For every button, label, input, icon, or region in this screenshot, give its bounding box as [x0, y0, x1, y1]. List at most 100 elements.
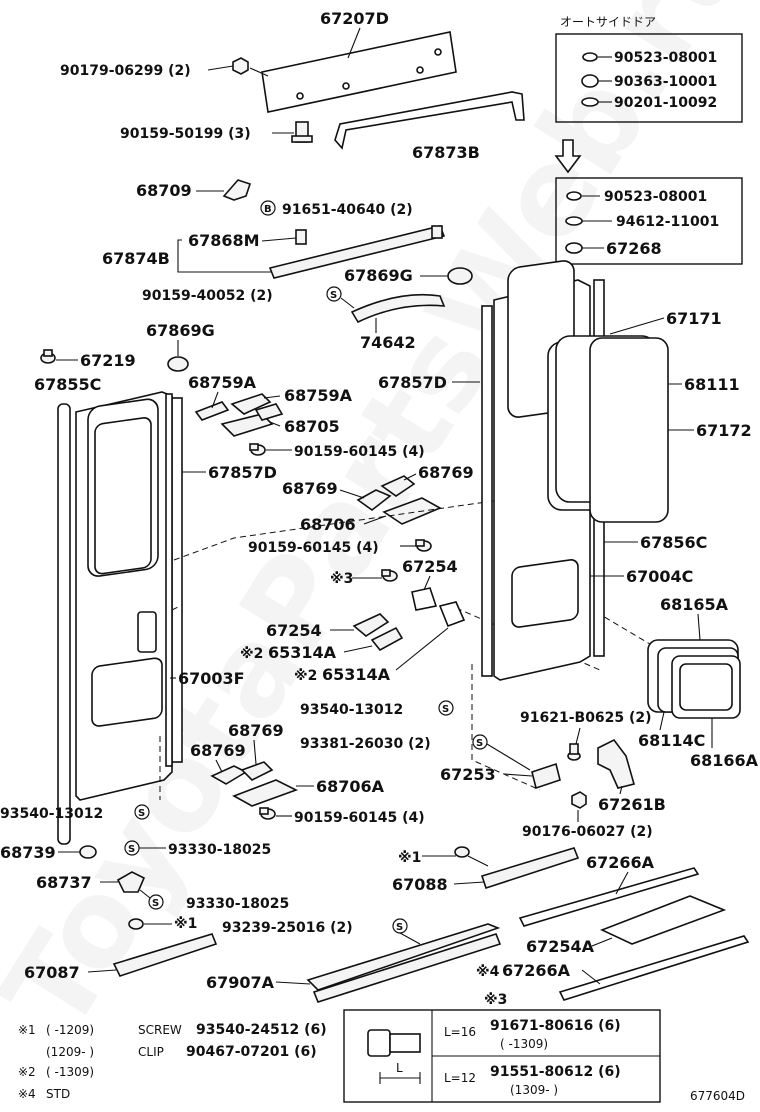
note1-mark-a: ※1	[174, 916, 197, 932]
inset-bottom-item-3: 67268	[606, 239, 662, 258]
label-67907A: 67907A	[206, 973, 275, 992]
symbol-b-text: B	[264, 204, 272, 215]
label-91651-40640: 91651-40640 (2)	[282, 202, 413, 218]
label-67869G-left: 67869G	[146, 321, 215, 340]
screw-length-symbol: L	[396, 1061, 403, 1075]
label-68706: 68706	[300, 515, 356, 534]
label-67172: 67172	[696, 421, 752, 440]
screw-row-2-part: 91551-80612 (6)	[490, 1064, 621, 1080]
plate-67254A	[599, 895, 727, 945]
diagram-id: 677604D	[690, 1089, 745, 1103]
label-90176-06027: 90176-06027 (2)	[522, 824, 653, 840]
label-67856C: 67856C	[640, 533, 707, 552]
label-68759A-1: 68759A	[188, 373, 257, 392]
clip-67219	[40, 349, 56, 364]
label-68114C: 68114C	[638, 731, 705, 750]
screw-row-2-period: (1309- )	[510, 1083, 558, 1097]
striker-67254	[411, 587, 466, 628]
label-67857D-left: 67857D	[208, 463, 277, 482]
label-68737: 68737	[36, 873, 92, 892]
note-1-part: 93540-24512 (6)	[196, 1022, 327, 1038]
sill-67087	[112, 933, 218, 977]
weatherstrip-67855C	[57, 403, 71, 845]
label-67254A: 67254A	[526, 937, 595, 956]
label-68769-a: 68769	[418, 463, 474, 482]
label-65314A-a: 65314A	[268, 643, 337, 662]
label-90159-60145-b: 90159-60145 (4)	[248, 540, 379, 556]
latch-67254-65314A	[352, 613, 404, 652]
screw-note1-left	[128, 918, 144, 930]
label-90179-06299: 90179-06299 (2)	[60, 63, 191, 79]
note-4-mark: ※4	[18, 1087, 36, 1101]
stopper-68739	[79, 845, 97, 859]
label-68709: 68709	[136, 181, 192, 200]
label-74642: 74642	[360, 333, 416, 352]
label-68706A: 68706A	[316, 777, 385, 796]
symbol-s-1	[326, 286, 342, 302]
nut-90176-06027	[571, 791, 587, 809]
label-68759A-2: 68759A	[284, 386, 353, 405]
cap-67869G-top	[447, 267, 473, 285]
bolt-90159-60145-c	[259, 807, 276, 820]
note-1-mark: ※1	[18, 1023, 36, 1037]
rail-67874B	[268, 225, 446, 279]
svg-text:S: S	[152, 898, 159, 909]
hinge-68769-68706	[356, 475, 442, 525]
screw-row-1-period: ( -1309)	[500, 1037, 548, 1051]
label-68769-b: 68769	[282, 479, 338, 498]
note-1b-period: (1209- )	[46, 1045, 94, 1059]
arrow-down-icon	[554, 139, 582, 174]
note2-mark-b: ※2	[294, 668, 317, 684]
hinge-68769-68706A	[210, 761, 299, 807]
note-1b-part: 90467-07201 (6)	[186, 1044, 317, 1060]
bolt-note3	[381, 569, 398, 582]
note1-mark-b: ※1	[398, 850, 421, 866]
note-1b-type: CLIP	[138, 1045, 164, 1059]
inset-top-icons	[581, 52, 599, 107]
svg-text:S: S	[442, 704, 449, 715]
screw-note1-right	[454, 846, 470, 858]
label-67171: 67171	[666, 309, 722, 328]
label-67254-b: 67254	[266, 621, 322, 640]
nut-90179-06299	[232, 57, 249, 75]
seal-67873B	[334, 91, 525, 150]
label-67874B: 67874B	[102, 249, 170, 268]
note-4-period: STD	[46, 1087, 70, 1101]
sill-67088	[480, 847, 580, 890]
arm-74642	[350, 293, 446, 324]
label-67857D-right: 67857D	[378, 373, 447, 392]
label-67253: 67253	[440, 765, 496, 784]
label-67855C: 67855C	[34, 375, 101, 394]
label-67869G-top: 67869G	[344, 266, 413, 285]
label-68111: 68111	[684, 375, 740, 394]
bracket-67261B	[597, 738, 635, 789]
note-1-period: ( -1209)	[46, 1023, 94, 1037]
inset-bottom-box	[555, 177, 743, 265]
note4-mark: ※4	[476, 964, 500, 980]
notes: ※1 ( -1209) SCREW 93540-24512 (6) (1209-…	[18, 1022, 327, 1101]
guide-67253	[531, 762, 561, 790]
label-90159-60145-c: 90159-60145 (4)	[294, 810, 425, 826]
label-91621-B0625: 91621-B0625 (2)	[520, 710, 652, 726]
label-67087: 67087	[24, 963, 80, 982]
label-67266A-b: 67266A	[502, 961, 571, 980]
svg-text:S: S	[128, 844, 135, 855]
hinge-68759A-68705	[194, 393, 284, 437]
cap-67869G-left	[167, 356, 189, 372]
screw-table-mark: ※3	[484, 992, 507, 1008]
note-2-mark: ※2	[18, 1065, 36, 1079]
note2-mark-a: ※2	[240, 646, 263, 662]
label-93540-13012-b: 93540-13012	[0, 806, 103, 822]
label-68769-c: 68769	[228, 721, 284, 740]
label-67004C: 67004C	[626, 567, 693, 586]
note3-mark: ※3	[330, 571, 353, 587]
seal-67172	[589, 337, 669, 523]
label-65314A-b: 65314A	[322, 665, 391, 684]
label-67254-a: 67254	[402, 557, 458, 576]
inset-top-box	[555, 33, 743, 123]
label-93381-26030: 93381-26030 (2)	[300, 736, 431, 752]
label-67873B: 67873B	[412, 143, 480, 162]
label-93330-18025-b: 93330-18025	[186, 896, 289, 912]
label-90159-50199: 90159-50199 (3)	[120, 126, 251, 142]
